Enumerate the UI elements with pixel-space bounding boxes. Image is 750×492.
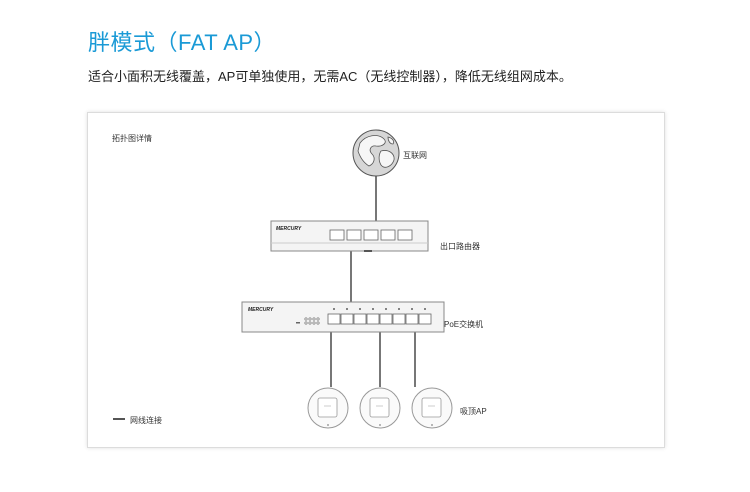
topology-diagram	[241, 129, 453, 429]
poe-switch-device	[241, 301, 445, 333]
ceiling-ap-1	[307, 387, 349, 429]
globe-icon	[352, 129, 400, 177]
poe-switch-label: PoE交换机	[444, 320, 484, 329]
router-brand-logo: MERCURY	[276, 226, 302, 232]
page-subtitle: 适合小面积无线覆盖，AP可单独使用，无需AC（无线控制器），降低无线组网成本。	[88, 69, 572, 84]
router-device	[270, 220, 429, 252]
network-cables	[330, 165, 416, 387]
router-label: 出口路由器	[440, 242, 480, 251]
panel-title: 拓扑图详情	[112, 134, 152, 143]
page-title: 胖模式（FAT AP）	[88, 30, 277, 55]
switch-port-leds	[333, 308, 426, 310]
topology-panel: 拓扑图详情	[87, 112, 665, 448]
ceiling-ap-label: 吸顶AP	[460, 407, 487, 416]
ceiling-ap-2	[359, 387, 401, 429]
switch-brand-logo: MERCURY	[248, 307, 274, 313]
switch-status-leds	[304, 317, 320, 325]
internet-label: 互联网	[403, 151, 427, 160]
legend-network-link: 网线连接	[130, 416, 162, 425]
legend-line-swatch	[113, 418, 125, 420]
switch-ports	[327, 313, 432, 325]
ceiling-ap-3	[411, 387, 453, 429]
router-ports	[329, 229, 413, 241]
